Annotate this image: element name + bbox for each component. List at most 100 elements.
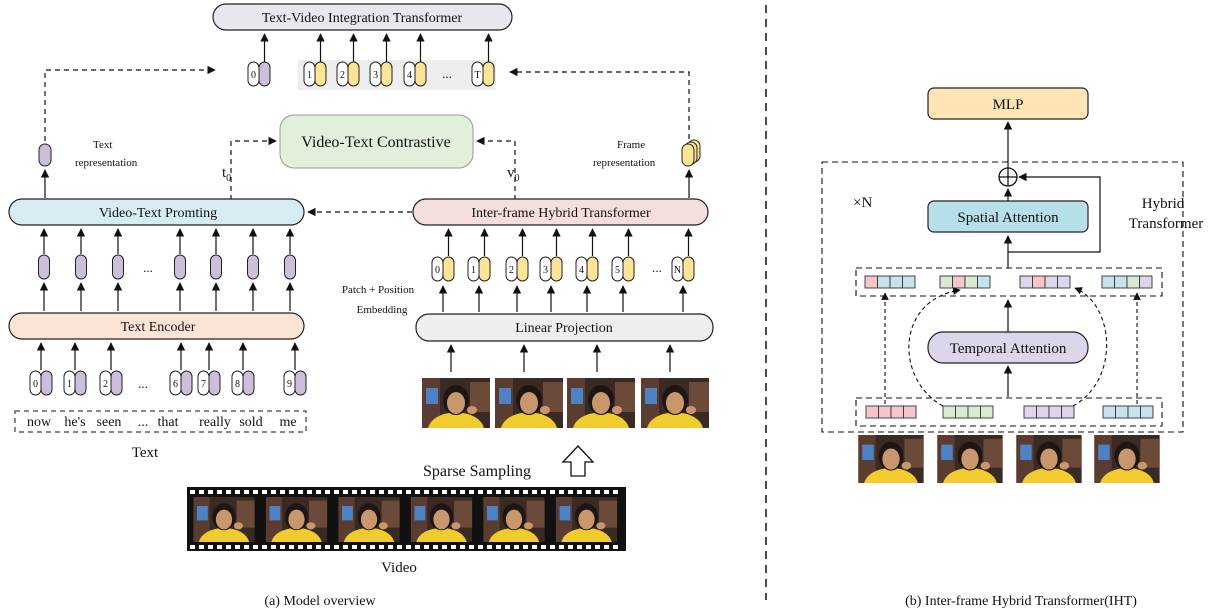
text-representation-token (38, 143, 52, 167)
film-sprocket (424, 545, 429, 549)
word-box (14, 410, 307, 433)
integration-ellipsis: ... (442, 66, 452, 81)
hybrid-transformer-box (412, 198, 709, 226)
film-sprocket (487, 490, 492, 494)
film-sprocket (595, 545, 600, 549)
film-sprocket (307, 490, 312, 494)
frame-patch-token (550, 256, 563, 282)
film-sprocket (226, 545, 231, 549)
token-segment-cell (942, 405, 956, 419)
film-sprocket (487, 545, 492, 549)
film-sprocket (199, 545, 204, 549)
film-frame-image (555, 497, 618, 542)
iht-frame-image (858, 435, 924, 483)
times-n-label: ×N (853, 195, 872, 211)
token-segment-cell (977, 275, 991, 289)
token-segment-cell (865, 405, 879, 419)
hybrid-label-2: Transformer (1129, 216, 1203, 232)
film-sprocket (352, 545, 357, 549)
film-sprocket (325, 545, 330, 549)
film-sprocket (406, 545, 411, 549)
token-segment-cell (1023, 405, 1037, 419)
film-sprocket (433, 545, 438, 549)
token-index-label: 3 (543, 265, 548, 276)
text-encoder-box (8, 312, 305, 340)
film-sprocket (316, 545, 321, 549)
film-sprocket (613, 545, 618, 549)
prompting-label: Video-Text Promting (99, 206, 217, 221)
iht-frame-image (1094, 435, 1160, 483)
film-sprocket (280, 490, 285, 494)
hybrid-block-outline (821, 161, 1184, 433)
sampled-frame-image (495, 378, 563, 428)
linear-projection-box (415, 313, 714, 342)
frame-representation-label-1: Frame (617, 139, 645, 151)
film-sprocket (199, 490, 204, 494)
film-sprocket (496, 545, 501, 549)
t0-to-contrastive-arrow (230, 136, 277, 200)
film-sprocket (478, 545, 483, 549)
text-word: now (27, 415, 52, 430)
token-segment-cell (1140, 405, 1154, 419)
film-sprocket (370, 545, 375, 549)
integration-text-token (258, 61, 271, 87)
contrastive-box (279, 114, 474, 169)
video-film-strip (187, 487, 626, 551)
token-index-label: 4 (407, 70, 412, 81)
token-segment-cell (877, 275, 891, 289)
token-segment-cell (1057, 275, 1071, 289)
film-sprocket (469, 490, 474, 494)
lower-token-segments (865, 405, 1154, 419)
film-sprocket (451, 490, 456, 494)
caption-b: (b) Inter-frame Hybrid Transformer(IHT) (905, 594, 1137, 609)
token-segment-cell (1036, 405, 1050, 419)
token-segment-cell (890, 405, 904, 419)
text-representation-label-2: representation (75, 157, 138, 169)
film-sprocket (568, 545, 573, 549)
film-sprocket (397, 490, 402, 494)
text-word-token (294, 370, 307, 396)
video-label: Video (381, 560, 417, 576)
token-segment-cell (1044, 275, 1058, 289)
film-sprocket (415, 490, 420, 494)
token-segment-cell (952, 275, 966, 289)
token-index-label: 1 (307, 70, 312, 81)
token-segment-cell (903, 405, 917, 419)
caption-a: (a) Model overview (264, 594, 376, 609)
v0-label: v0 (507, 165, 520, 184)
prompt-text-token (174, 254, 186, 280)
token-segment-cell (964, 275, 978, 289)
film-sprocket (577, 545, 582, 549)
token-segment-cell (980, 405, 994, 419)
prompt-text-token (38, 254, 50, 280)
film-sprocket (334, 545, 339, 549)
film-sprocket (262, 545, 267, 549)
film-frame-image (193, 497, 255, 542)
film-sprocket (442, 490, 447, 494)
film-sprocket (505, 490, 510, 494)
temporal-curve-right (1072, 287, 1108, 407)
film-sprocket (586, 490, 591, 494)
text-repr-to-integration-arrow (44, 65, 216, 141)
film-sprocket (514, 545, 519, 549)
film-sprocket (271, 545, 276, 549)
film-sprocket (415, 545, 420, 549)
film-sprocket (523, 545, 528, 549)
film-sprocket (532, 545, 537, 549)
patch-embedding-label-1: Patch + Position (342, 284, 415, 296)
frame-patch-token (586, 256, 599, 282)
film-sprocket (343, 490, 348, 494)
token-index-label: 0 (251, 70, 256, 81)
film-sprocket (226, 490, 231, 494)
film-sprocket (433, 490, 438, 494)
film-sprocket (379, 490, 384, 494)
t0-label: t0 (222, 165, 231, 184)
film-sprocket (244, 545, 249, 549)
iht-panel: MLP ×N Hybrid Transformer Spatial Attent… (821, 87, 1203, 609)
v0-to-contrastive-arrow (476, 136, 516, 200)
upper-token-segments (864, 275, 1153, 289)
token-index-label: 4 (579, 265, 584, 276)
